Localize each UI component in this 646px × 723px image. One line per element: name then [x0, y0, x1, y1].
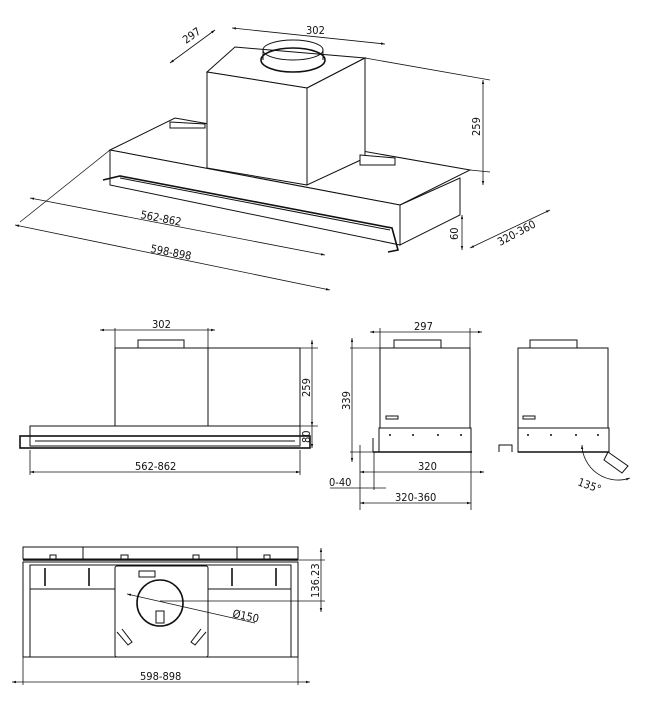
iso-dim-297: 297 [180, 25, 203, 46]
iso-dim-562-862: 562-862 [139, 208, 182, 229]
side-view: 297 339 320 0-40 320-360 [329, 320, 484, 510]
iso-dim-598-898: 598-898 [149, 242, 192, 263]
outlet-collar [260, 47, 326, 73]
iso-dim-302: 302 [306, 24, 325, 37]
front-dim-302: 302 [152, 318, 171, 331]
front-dim-259: 259 [300, 378, 313, 397]
hood-front-trim [102, 175, 399, 253]
iso-dim-259: 259 [470, 117, 483, 136]
front-dim-80: 80 [300, 430, 313, 443]
iso-dim-60: 60 [448, 227, 461, 240]
dim-diameter-150: Ø150 [231, 607, 260, 625]
isometric-view: 302 297 259 562-862 598-898 60 320-360 [14, 24, 551, 291]
angle-135: 135° [576, 476, 603, 496]
dim-136-23: 136.23 [309, 563, 322, 598]
side-dim-320: 320 [418, 460, 437, 473]
chimney-front [206, 71, 308, 186]
outlet-circle [136, 579, 184, 627]
bottom-view: 136.23 Ø150 598-898 [12, 546, 325, 685]
side-dim-297: 297 [414, 320, 433, 333]
side-dim-0-40: 0-40 [329, 476, 351, 489]
side-dim-339: 339 [340, 391, 353, 410]
open-panel [603, 451, 629, 474]
iso-dim-320-360: 320-360 [495, 218, 538, 249]
side-dim-320-360: 320-360 [395, 491, 436, 504]
front-view: 302 259 80 562-862 [19, 318, 318, 475]
hood-side [399, 177, 461, 246]
bottom-dim-598-898: 598-898 [140, 670, 181, 683]
side-view-open: 135° [498, 339, 631, 496]
front-dim-562-862: 562-862 [135, 460, 176, 473]
